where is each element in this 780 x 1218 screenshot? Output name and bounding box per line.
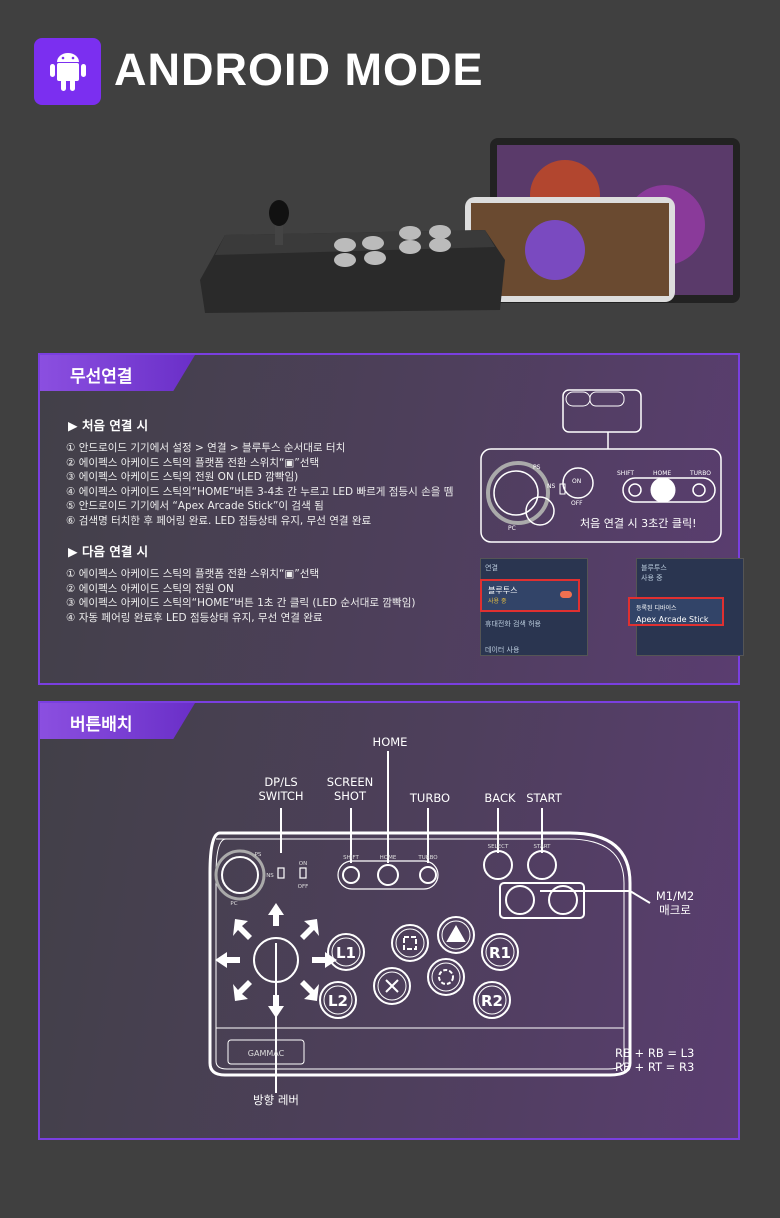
ns-label: NS: [266, 873, 274, 879]
device-highlight[interactable]: 등록된 디바이스 Apex Arcade Stick: [628, 597, 724, 626]
ns-label: NS: [547, 483, 555, 490]
connection-diagram: PS NS PC ON OFF SHIFT HOME TURBO 처음 연결 시 3초간 …: [480, 389, 722, 543]
phone-item: 휴대전화 검색 허용: [485, 620, 541, 628]
list-item: ③ 에이펙스 아케이드 스틱의 전원 ON (LED 깜빡임): [66, 471, 299, 483]
turbo-callout: TURBO: [409, 791, 451, 805]
lever-callout: 방향 레버: [253, 1093, 299, 1107]
on-label: ON: [299, 861, 307, 867]
r1-button: R1: [489, 944, 511, 962]
section-label: 등록된 디바이스: [636, 605, 677, 612]
dpls-switch-callout: DP/LS SWITCH: [258, 775, 304, 803]
first-connection-steps: ① 안드로이드 기기에서 설정 > 연결 > 블루투스 순서대로 터치 ② 에이…: [66, 441, 453, 528]
ps-label: PS: [255, 852, 262, 858]
list-item: ④ 자동 페어링 완료후 LED 점등상태 유지, 무선 연결 완료: [66, 611, 323, 624]
next-connection-heading: ▶ 다음 연결 시: [68, 544, 149, 559]
start-callout: START: [526, 791, 562, 805]
r2-button: R2: [481, 992, 503, 1010]
section-tab-buttons: 버튼배치: [40, 703, 195, 739]
bluetooth-status: 사용 중: [488, 598, 507, 605]
brand-logo: GAMMAC: [248, 1049, 285, 1058]
list-item: ② 에이펙스 아케이드 스틱의 플랫폼 전환 스위치“▣”선택: [66, 456, 320, 469]
pc-label: PC: [230, 901, 237, 907]
next-connection-steps: ① 에이펙스 아케이드 스틱의 플랫폼 전환 스위치“▣”선택 ② 에이펙스 아…: [66, 567, 415, 625]
list-item: ⑥ 검색명 터치한 후 페어링 완료. LED 점등상태 유지, 무선 연결 완…: [66, 514, 372, 527]
l1-button: L1: [336, 944, 356, 962]
page-title: ANDROID MODE: [114, 44, 484, 95]
home-callout: HOME: [372, 735, 408, 749]
first-connection-heading: ▶ 처음 연결 시: [68, 418, 149, 433]
diagram-note: 처음 연결 시 3초간 클릭!: [580, 517, 696, 530]
button-layout-panel: 버튼배치 HOME DP/LS SWITCH SCREEN SHOT TURBO…: [38, 701, 740, 1140]
list-item: ① 에이펙스 아케이드 스틱의 플랫폼 전환 스위치“▣”선택: [66, 568, 320, 580]
l2-button: L2: [328, 992, 348, 1010]
combo-r3: RB + RT = R3: [615, 1060, 695, 1074]
turbo-label: TURBO: [689, 470, 711, 477]
off-label: OFF: [298, 884, 309, 890]
list-item: ② 에이펙스 아케이드 스틱의 전원 ON: [66, 582, 234, 595]
phone-header: 블루투스: [641, 564, 667, 572]
pc-label: PC: [508, 525, 516, 532]
android-logo: [34, 38, 101, 105]
list-item: ③ 에이펙스 아케이드 스틱의“HOME”버튼 1초 간 클릭 (LED 순서대…: [66, 597, 416, 609]
wireless-connection-panel: 무선연결 ▶ 처음 연결 시 ① 안드로이드 기기에서 설정 > 연결 > 블루…: [38, 353, 744, 685]
bluetooth-label: 블루투스: [488, 586, 518, 595]
home-label: HOME: [653, 470, 671, 477]
home-label: HOME: [380, 855, 397, 861]
start-label: START: [534, 844, 552, 850]
phone-status: 사용 중: [641, 574, 663, 582]
section-tab-wireless: 무선연결: [40, 355, 195, 391]
shift-label: SHIFT: [617, 470, 634, 477]
list-item: ① 안드로이드 기기에서 설정 > 연결 > 블루투스 순서대로 터치: [66, 442, 346, 454]
select-label: SELECT: [488, 844, 509, 850]
controller-layout-diagram: L1 L2 R1 R2 SHIFT HOME TURBO SELECT START O…: [208, 751, 651, 1093]
screenshot-callout: SCREEN SHOT: [326, 775, 374, 803]
phone-header: 연결: [485, 564, 498, 572]
bluetooth-toggle-highlight: 블루투스 사용 중: [480, 579, 580, 612]
ps-label: PS: [533, 464, 541, 471]
phone-item: 데이터 사용: [485, 646, 520, 654]
hero-product-image: [200, 138, 740, 313]
shift-label: SHIFT: [343, 855, 359, 861]
android-icon: [49, 52, 86, 91]
combo-l3: RB + RB = L3: [615, 1046, 695, 1060]
turbo-label: TURBO: [417, 855, 438, 861]
back-callout: BACK: [484, 791, 516, 805]
macro-callout: M1/M2 매크로: [655, 889, 695, 917]
off-label: OFF: [571, 500, 583, 507]
toggle-switch[interactable]: [560, 591, 572, 598]
device-name: Apex Arcade Stick: [636, 615, 709, 624]
on-label: ON: [572, 478, 581, 485]
list-item: ④ 에이펙스 아케이드 스틱의“HOME”버튼 3-4초 간 누르고 LED 빠…: [66, 485, 454, 498]
list-item: ⑤ 안드로이드 기기에서 “Apex Arcade Stick”이 검색 됨: [66, 500, 324, 512]
